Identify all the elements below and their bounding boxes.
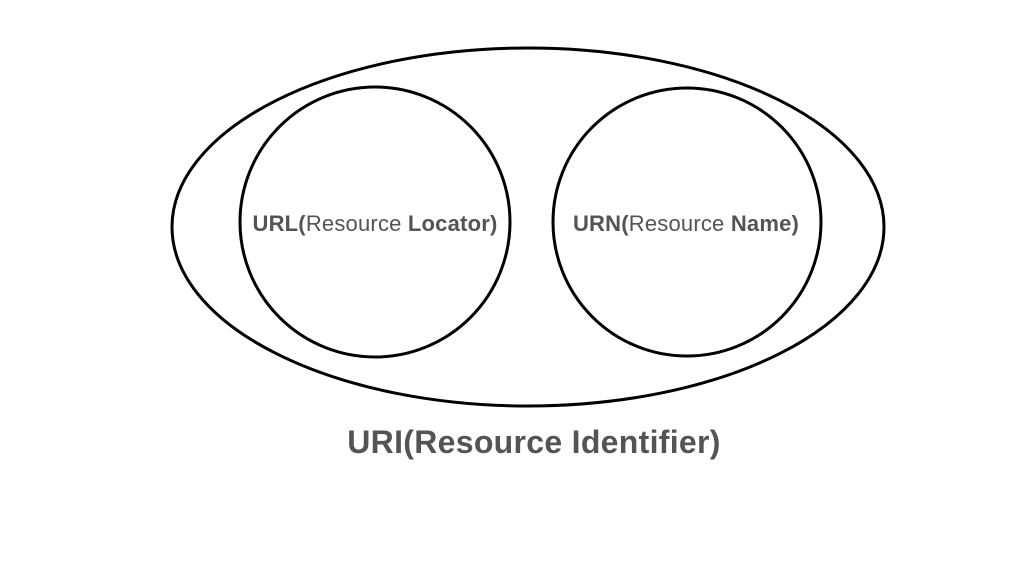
urn-label-bold-suffix: Name) [730, 211, 800, 236]
url-label-regular-middle: Resource [305, 211, 408, 236]
urn-label-regular-middle: Resource [628, 211, 731, 236]
url-circle-label: URL(Resource Locator) [235, 211, 515, 237]
urn-label-bold-prefix: URN( [572, 211, 629, 236]
urn-circle-label: URN(Resource Name) [546, 211, 826, 237]
url-circle [238, 85, 512, 359]
url-label-bold-suffix: Locator) [407, 211, 498, 236]
url-label-bold-prefix: URL( [252, 211, 306, 236]
uri-outer-ellipse [170, 46, 886, 408]
uri-diagram-title: URI(Resource Identifier) [347, 424, 721, 460]
urn-circle [551, 86, 823, 358]
